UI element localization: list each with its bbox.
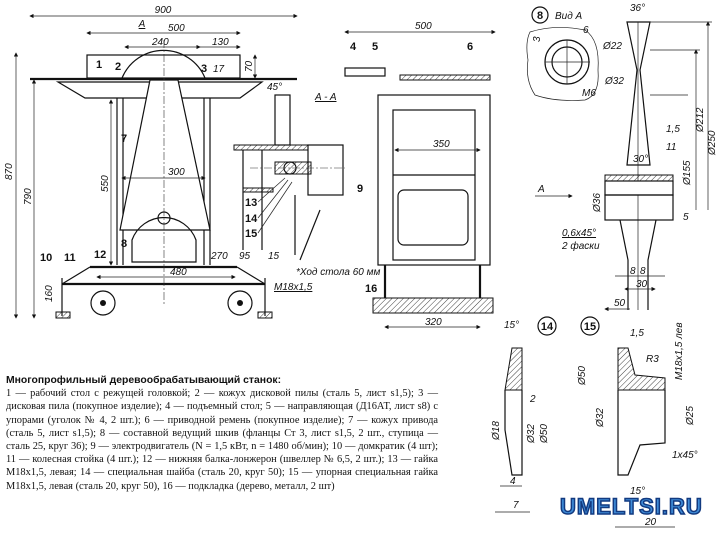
angle-45: 45° [267,82,282,93]
part-11: 11 [64,252,76,264]
p15-dim-20: 20 [644,517,657,528]
p14-d18: Ø18 [491,421,502,441]
part-6: 6 [467,41,473,53]
side-dim-500: 500 [415,21,432,32]
thread-m18: M18x1,5 [274,282,313,293]
caption-title: Многопрофильный деревообрабатывающий ста… [6,375,282,386]
dim-1-5: 1,5 [666,124,680,135]
part-12: 12 [94,249,106,261]
table-travel-note: *Ход стола 60 мм [296,267,381,278]
section-title: A - A [314,92,337,103]
dim-900: 900 [155,5,172,16]
dim-790: 790 [23,188,34,205]
dim-11: 11 [666,142,676,153]
dim-270: 270 [210,251,228,262]
angle-30: 30° [633,154,648,165]
wheel-left [90,290,116,316]
p14-angle-15: 15° [504,320,519,331]
dim-6: 6 [583,25,589,36]
part-16: 16 [365,283,377,295]
dim-50: 50 [614,298,626,309]
watermark-logo: UMELTSI.RU [559,493,703,520]
dim-d250: Ø250 [707,130,718,156]
part-10: 10 [40,252,52,264]
angle-36: 36° [630,3,645,14]
dim-30: 30 [636,279,648,290]
pulley [131,216,197,263]
figure-caption: Многопрофильный деревообрабатывающий ста… [6,374,438,493]
chamfer-count: 2 фаски [561,240,600,252]
p15-d32: Ø32 [595,408,606,428]
dim-160: 160 [44,285,55,302]
part-1: 1 [96,59,102,71]
dim-d36: Ø36 [592,193,603,213]
view-a-label: Вид А [555,11,583,22]
dim-15: 15 [268,251,280,262]
p15-angle-15: 15° [630,486,645,497]
p14-d50: Ø50 [539,424,550,444]
p14-dim-4: 4 [510,476,516,487]
base-pad [372,297,494,314]
section-a-a: A - A 45° 13 14 15 *Ход стола 60 мм [233,82,381,278]
part-15-number: 15 [584,321,596,333]
side-view: 500 350 320 4 5 6 9 16 [344,21,496,330]
drive-guard [119,79,211,231]
dim-17: 17 [213,64,225,75]
p15-thread: M18x1,5 лев [674,322,685,380]
p15-d50: Ø50 [577,366,588,386]
dim-m6: M6 [582,88,596,99]
pulley-view-a: 8 Вид А Ø22 Ø32 6 3 M6 [526,6,624,101]
p14-dim-7: 7 [513,500,519,511]
p14-d32: Ø32 [526,424,537,444]
motor [397,189,469,246]
dim-8a: 8 [630,266,636,277]
part-15-nut: 15 1,5 M18x1,5 лев R3 Ø50 Ø32 Ø25 1x45° … [577,316,698,528]
dim-300: 300 [168,167,185,178]
side-dim-350: 350 [433,139,450,150]
detail-8-number: 8 [537,10,543,22]
p15-chamfer: 1x45° [672,450,698,461]
dim-550: 550 [100,175,111,192]
part-14-washer: 14 15° Ø18 2 Ø32 Ø50 4 7 [491,316,557,513]
dim-d32: Ø32 [604,76,624,87]
p15-dim-1-5: 1,5 [630,328,644,339]
view-arrow-a: A [138,19,146,30]
pulley-section: 36° Ø250 Ø212 Ø155 1,5 11 30° Ø36 5 A 0,… [535,3,718,312]
p15-r3: R3 [646,354,659,365]
part-13: 13 [245,197,257,209]
saw-blade [121,49,206,79]
part-14: 14 [245,213,258,225]
part-14-number: 14 [541,321,554,333]
dim-3: 3 [532,36,543,42]
part-9: 9 [357,183,363,195]
dim-95: 95 [239,251,251,262]
dim-870: 870 [4,163,15,180]
part-2: 2 [115,61,121,73]
chamfer-label: 0,6x45° [562,228,596,239]
dim-480: 480 [170,267,187,278]
p15-d25: Ø25 [685,406,696,426]
p14-dim-2: 2 [529,394,536,405]
dim-130: 130 [212,37,229,48]
part-7: 7 [121,133,127,145]
dim-d155: Ø155 [682,160,693,186]
part-15: 15 [245,228,257,240]
part-3: 3 [201,63,207,75]
front-view: 900 500 A 240 130 70 17 870 790 550 300 … [4,5,313,319]
dim-5: 5 [683,212,689,223]
wheel-right [227,290,253,316]
dim-d212: Ø212 [695,107,706,133]
part-8: 8 [121,238,127,250]
part-5: 5 [372,41,378,53]
dim-8b: 8 [640,266,646,277]
part-4: 4 [350,41,357,53]
view-arrow-a-pulley: A [537,184,545,195]
dim-d22: Ø22 [602,41,622,52]
caption-body: 1 — рабочий стол с режущей головкой; 2 —… [6,388,438,492]
dim-70: 70 [244,60,255,72]
dim-500: 500 [168,23,185,34]
dim-240: 240 [151,37,169,48]
side-dim-320: 320 [425,317,442,328]
